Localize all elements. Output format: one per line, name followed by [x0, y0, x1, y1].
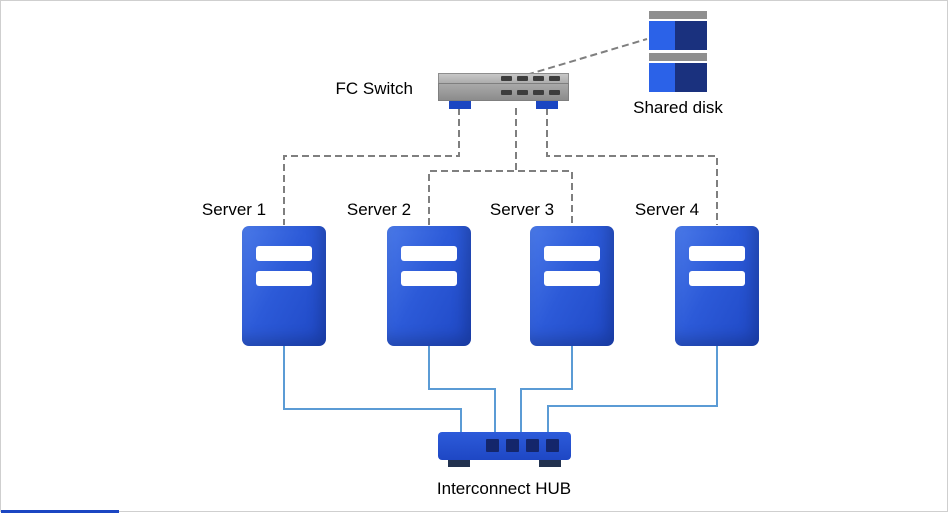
interconnect-hub-node — [438, 432, 571, 467]
edge-switch-to-server-4 — [546, 108, 718, 225]
disk-chassis — [675, 21, 707, 50]
disk-cap — [649, 11, 707, 19]
shared-disk-label: Shared disk — [633, 98, 723, 117]
disk-cap — [649, 53, 707, 61]
server-drive-bay — [689, 271, 745, 286]
edge-server-4-to-hub — [547, 346, 718, 432]
hub-port-icon — [546, 439, 559, 452]
server-3-label: Server 3 — [489, 200, 555, 219]
switch-port-icon — [517, 76, 528, 81]
hub-ports — [486, 439, 559, 452]
edge-server-3-to-hub — [520, 346, 573, 432]
disk-unit — [649, 11, 707, 50]
fc-switch-feet — [438, 101, 569, 109]
disk-indicator — [649, 63, 675, 92]
switch-port-icon — [517, 89, 528, 95]
edge-server-2-to-hub — [428, 346, 496, 432]
hub-foot — [448, 460, 470, 467]
server-drive-bay — [689, 246, 745, 261]
switch-port-icon — [549, 76, 560, 81]
hub-foot — [539, 460, 561, 467]
switch-port-icon — [533, 89, 544, 95]
hub-port-icon — [506, 439, 519, 452]
server-drive-bay — [401, 271, 457, 286]
fc-switch-label: FC Switch — [335, 79, 413, 98]
server-3-node — [530, 226, 614, 346]
fc-switch-top-face — [438, 73, 569, 83]
switch-foot — [449, 101, 471, 109]
server-drive-bay — [401, 246, 457, 261]
edge-switch-to-server-1 — [283, 108, 460, 225]
server-drive-bay — [256, 246, 312, 261]
server-drive-bay — [256, 271, 312, 286]
interconnect-hub-label: Interconnect HUB — [436, 479, 572, 498]
switch-port-icon — [501, 89, 512, 95]
switch-port-icon — [501, 76, 512, 81]
server-4-label: Server 4 — [634, 200, 700, 219]
disk-body — [649, 63, 707, 92]
server-2-label: Server 2 — [346, 200, 412, 219]
switch-foot — [536, 101, 558, 109]
server-drive-bay — [544, 271, 600, 286]
disk-indicator — [649, 21, 675, 50]
server-1-label: Server 1 — [201, 200, 267, 219]
fc-switch-front-face — [438, 83, 569, 101]
fc-switch-node — [438, 73, 569, 109]
disk-unit — [649, 53, 707, 92]
switch-port-icon — [549, 89, 560, 95]
server-1-node — [242, 226, 326, 346]
server-2-node — [387, 226, 471, 346]
edge-server-1-to-hub — [283, 346, 462, 432]
server-4-node — [675, 226, 759, 346]
server-drive-bay — [544, 246, 600, 261]
disk-body — [649, 21, 707, 50]
disk-chassis — [675, 63, 707, 92]
shared-disk-node — [649, 11, 707, 95]
switch-port-icon — [533, 76, 544, 81]
edge-switch-to-server-2-3 — [428, 170, 573, 225]
hub-port-icon — [526, 439, 539, 452]
hub-port-icon — [486, 439, 499, 452]
